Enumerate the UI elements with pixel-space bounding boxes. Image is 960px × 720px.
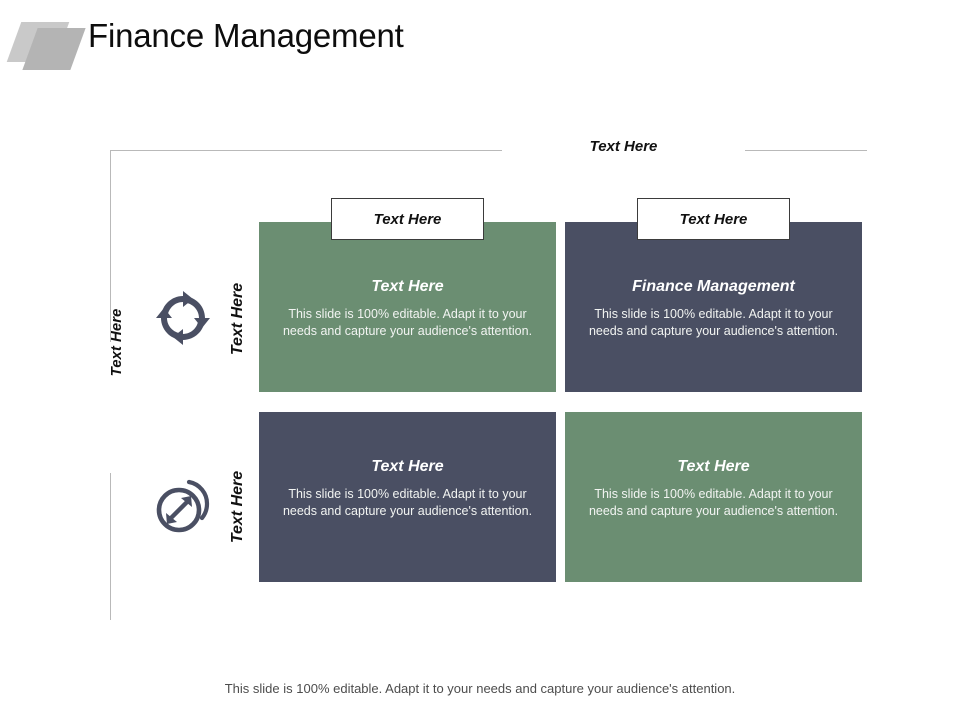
page-title: Finance Management bbox=[88, 17, 404, 54]
panel-top-right-title: Finance Management bbox=[632, 278, 795, 295]
panel-bottom-left-body: This slide is 100% editable. Adapt it to… bbox=[282, 487, 533, 518]
panel-bottom-right[interactable]: Text Here This slide is 100% editable. A… bbox=[565, 412, 862, 582]
panel-bottom-left[interactable]: Text Here This slide is 100% editable. A… bbox=[259, 412, 556, 582]
callout-label-2[interactable]: Text Here bbox=[637, 198, 790, 240]
panel-bottom-right-body: This slide is 100% editable. Adapt it to… bbox=[588, 487, 839, 518]
panel-top-left[interactable]: Text Here This slide is 100% editable. A… bbox=[259, 222, 556, 392]
slide-header: Finance Management bbox=[0, 0, 960, 92]
panel-top-right-body: This slide is 100% editable. Adapt it to… bbox=[588, 307, 839, 338]
callout-label-1-text: Text Here bbox=[373, 210, 442, 228]
panel-bottom-right-title: Text Here bbox=[677, 458, 750, 475]
left-axis-label: Text Here bbox=[108, 277, 125, 408]
callout-label-1[interactable]: Text Here bbox=[331, 198, 484, 240]
top-axis-label: Text Here bbox=[589, 138, 658, 155]
row-label-1: Text Here bbox=[229, 249, 247, 389]
panel-top-right[interactable]: Finance Management This slide is 100% ed… bbox=[565, 222, 862, 392]
top-axis-line-left bbox=[110, 150, 502, 151]
panel-top-left-body: This slide is 100% editable. Adapt it to… bbox=[282, 307, 533, 338]
row-label-2: Text Here bbox=[229, 437, 247, 577]
panel-top-left-title: Text Here bbox=[371, 278, 444, 295]
left-axis-line-top bbox=[110, 150, 111, 342]
panel-bottom-left-title: Text Here bbox=[371, 458, 444, 475]
row-label-1-text: Text Here bbox=[229, 282, 246, 356]
parallelogram-stack-logo-icon bbox=[6, 16, 86, 70]
callout-label-2-text: Text Here bbox=[679, 210, 748, 228]
left-axis-line-bottom bbox=[110, 473, 111, 620]
circular-arrows-icon bbox=[155, 290, 211, 346]
top-axis-line-right bbox=[745, 150, 867, 151]
footer-note: This slide is 100% editable. Adapt it to… bbox=[224, 681, 736, 696]
top-axis: Text Here bbox=[110, 138, 867, 155]
left-axis-label-text: Text Here bbox=[108, 308, 125, 377]
row-label-2-text: Text Here bbox=[229, 470, 246, 544]
expand-arrow-circle-icon bbox=[155, 478, 211, 534]
left-axis: Text Here bbox=[108, 150, 125, 620]
